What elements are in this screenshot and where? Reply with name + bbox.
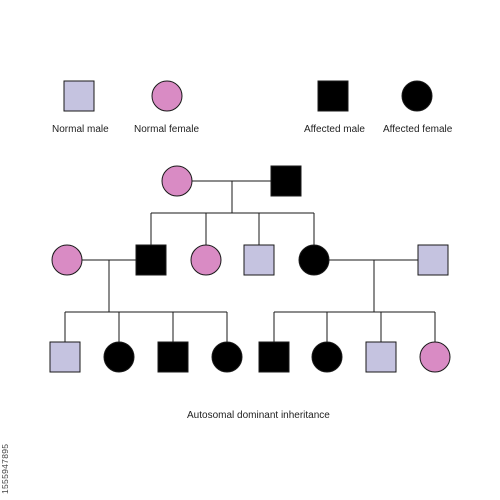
individual-g3b_4 <box>419 341 451 373</box>
legend-affected-male-label: Affected male <box>304 124 365 135</box>
individual-g3a_4 <box>211 341 243 373</box>
individual-g3b_3 <box>365 341 397 373</box>
individual-g3b_1 <box>258 341 290 373</box>
individual-g2_spouse_right <box>417 244 449 276</box>
connector-lines <box>64 180 436 342</box>
caption: Autosomal dominant inheritance <box>187 410 330 421</box>
individual-g3a_1 <box>49 341 81 373</box>
individual-g2_son_2 <box>243 244 275 276</box>
legend-normal-female-label: Normal female <box>134 124 200 135</box>
individual-g2_daughter_1 <box>190 244 222 276</box>
legend-normal-male-label: Normal male <box>52 124 109 135</box>
legend-normal-female-symbol <box>151 80 183 112</box>
individual-g1_mother <box>161 165 193 197</box>
individual-g3a_2 <box>103 341 135 373</box>
individual-g2_son_1 <box>135 244 167 276</box>
side-id-text: 1555947895 <box>0 443 10 494</box>
pedigree-symbols <box>49 80 451 373</box>
individual-g3a_3 <box>157 341 189 373</box>
side-id: 1555947895 <box>0 380 10 500</box>
individual-g1_father <box>270 165 302 197</box>
legend-normal-male-symbol <box>63 80 95 112</box>
individual-g3b_2 <box>311 341 343 373</box>
legend-affected-female-label: Affected female <box>383 124 453 135</box>
individual-g2_daughter_2 <box>298 244 330 276</box>
legend-affected-male-symbol <box>317 80 349 112</box>
individual-g2_spouse_left <box>51 244 83 276</box>
legend-affected-female-symbol <box>401 80 433 112</box>
